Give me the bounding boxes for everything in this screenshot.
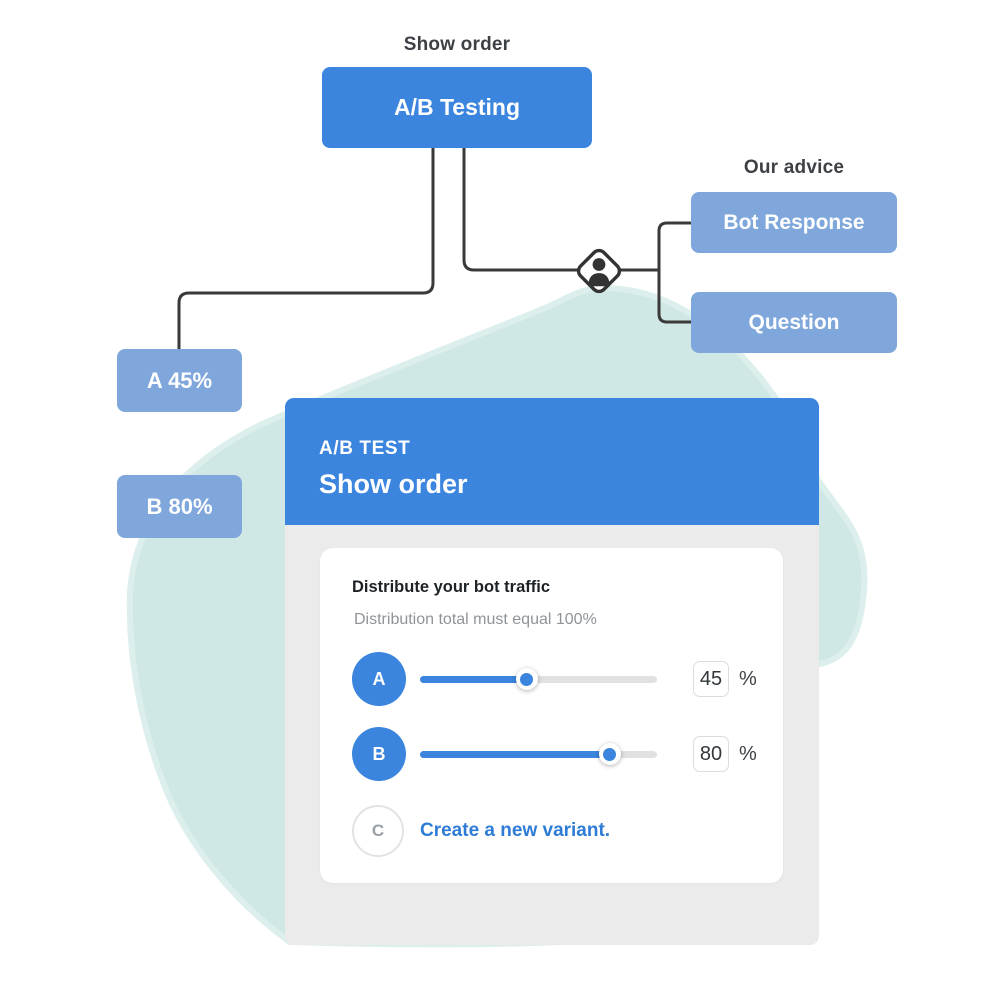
panel-title: Distribute your bot traffic [352,578,551,596]
variant-a-row: A % [352,652,757,706]
connector-to-decision [462,147,659,272]
variant-c-badge: C [352,805,404,857]
person-icon [588,258,610,287]
card-header: A/B TEST Show order [285,398,819,525]
variant-b-percent-input[interactable] [693,736,729,772]
card-title: Show order [319,469,468,499]
traffic-panel: Distribute your bot traffic Distribution… [320,548,783,883]
variant-b-slider[interactable] [420,742,657,766]
percent-unit: % [739,742,757,765]
variant-b-row: B % [352,727,757,781]
connector-to-variant-a [177,147,435,350]
new-variant-row: C Create a new variant. [352,804,610,858]
variant-a-percent-input[interactable] [693,661,729,697]
ab-test-settings-card: A/B TEST Show order Distribute your bot … [285,398,819,945]
slider-fill [420,675,527,683]
create-variant-link[interactable]: Create a new variant. [420,820,611,841]
slider-thumb[interactable] [515,668,538,690]
variant-a-badge: A [352,652,406,706]
variant-a-node[interactable]: A 45% [117,349,242,412]
question-node[interactable]: Question [691,292,897,353]
card-kicker: A/B TEST [319,438,411,459]
decision-diamond[interactable] [576,248,623,295]
variant-b-node[interactable]: B 80% [117,475,242,538]
show-order-label: Show order [403,34,511,55]
advice-bracket [657,221,691,324]
our-advice-label: Our advice [743,157,845,178]
variant-b-badge: B [352,727,406,781]
slider-fill [420,750,610,758]
bot-response-node[interactable]: Bot Response [691,192,897,253]
slider-track[interactable] [420,675,657,683]
percent-unit: % [739,667,757,690]
variant-a-slider[interactable] [420,667,657,691]
panel-subtitle: Distribution total must equal 100% [354,611,597,628]
slider-thumb[interactable] [598,743,621,765]
ab-testing-node[interactable]: A/B Testing [322,67,592,148]
